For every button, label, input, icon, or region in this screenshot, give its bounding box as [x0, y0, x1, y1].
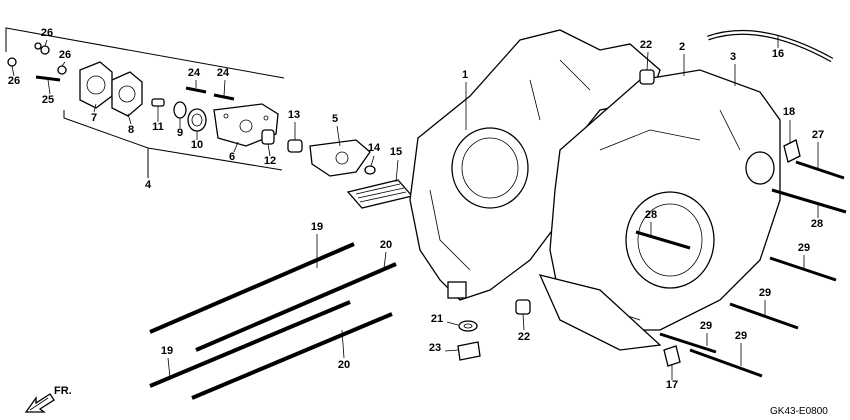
callout-c22b: 22 — [518, 331, 530, 343]
bolt-29-b — [729, 302, 799, 330]
callout-c18: 18 — [783, 106, 795, 118]
clamp-18 — [783, 139, 801, 163]
callout-c29b: 29 — [759, 287, 771, 299]
bolts-24 — [185, 86, 235, 101]
pin-11 — [151, 98, 165, 107]
callout-c26c: 26 — [8, 75, 20, 87]
crankcase-left-1 — [409, 29, 661, 301]
callout-c22a: 22 — [640, 39, 652, 51]
strainer-15 — [346, 179, 414, 209]
callout-c26a: 26 — [41, 27, 53, 39]
front-direction-arrow: FR. — [24, 385, 72, 413]
washer-21 — [458, 320, 478, 332]
washer-9 — [173, 101, 187, 119]
callout-c29a: 29 — [798, 242, 810, 254]
leader-lines — [11, 36, 819, 380]
bolt-29-d — [689, 348, 763, 378]
callout-c21: 21 — [431, 313, 443, 325]
callout-c5: 5 — [332, 113, 338, 125]
oring-14 — [364, 165, 376, 175]
dowel-13 — [287, 139, 303, 153]
callout-c14: 14 — [368, 142, 381, 154]
screw-26-c — [7, 57, 17, 67]
stud-20-bottom — [191, 312, 393, 400]
screw-26-b — [57, 65, 67, 75]
callout-c23: 23 — [429, 342, 441, 354]
dowel-22-bottom — [515, 299, 531, 315]
stud-20-top — [195, 262, 397, 352]
callout-c24b: 24 — [217, 67, 230, 79]
bolt-27 — [795, 160, 845, 180]
bracket-group-4 — [5, 27, 285, 178]
bolt-28-inner — [635, 230, 691, 250]
dowel-12 — [261, 129, 275, 145]
callout-c29c: 29 — [700, 320, 712, 332]
crankcase-right-2 — [538, 69, 781, 351]
callout-c3: 3 — [730, 51, 736, 63]
callout-c20a: 20 — [380, 239, 392, 251]
callout-c15: 15 — [390, 146, 402, 158]
gasket-8 — [111, 71, 143, 117]
callout-c6: 6 — [229, 151, 235, 163]
callout-c4: 4 — [145, 179, 152, 191]
callout-c17: 17 — [666, 379, 678, 391]
callout-c27: 27 — [812, 129, 824, 141]
callout-c2: 2 — [679, 41, 685, 53]
bolt-25 — [35, 75, 61, 82]
callout-c13: 13 — [288, 109, 300, 121]
screw-26-a — [34, 42, 50, 55]
callout-c29d: 29 — [735, 330, 747, 342]
callout-c26b: 26 — [59, 49, 71, 61]
callout-c11: 11 — [152, 121, 164, 133]
bolt-29-c — [659, 332, 717, 354]
callout-c20b: 20 — [338, 359, 350, 371]
callout-c9: 9 — [177, 127, 183, 139]
stud-19-top — [149, 242, 355, 334]
clamp-17 — [663, 345, 681, 367]
bolt-29-a — [769, 256, 837, 282]
callout-c25: 25 — [42, 94, 54, 106]
front-label: FR. — [54, 385, 72, 397]
callout-c7: 7 — [91, 112, 97, 124]
callout-c24a: 24 — [188, 67, 201, 79]
stud-19-bottom — [149, 300, 351, 388]
plate-5 — [309, 139, 371, 177]
drain-plug-23 — [457, 341, 481, 361]
callout-c12: 12 — [264, 155, 276, 167]
seal-10 — [187, 108, 207, 132]
callout-c1: 1 — [462, 69, 468, 81]
callout-c8: 8 — [128, 124, 134, 136]
bolt-28-right — [771, 188, 847, 214]
dowel-22-top — [639, 69, 655, 85]
callout-c28a: 28 — [811, 218, 823, 230]
callout-c19b: 19 — [161, 345, 173, 357]
diagram-code: GK43-E0800 — [770, 406, 828, 417]
callout-c10: 10 — [191, 139, 203, 151]
callout-c19a: 19 — [311, 221, 323, 233]
cover-7 — [79, 61, 113, 109]
breather-tube-16 — [707, 29, 834, 63]
callout-c16: 16 — [772, 48, 784, 60]
callout-c28b: 28 — [645, 209, 657, 221]
